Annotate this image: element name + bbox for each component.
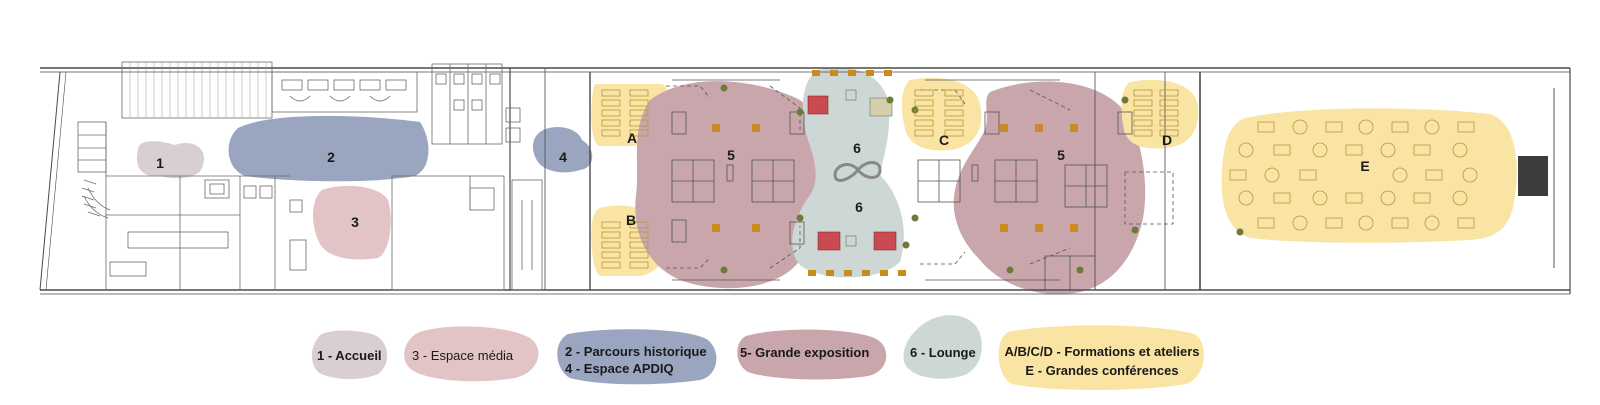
zone-label-b: B bbox=[626, 212, 636, 228]
legend-item-grande-exposition: 5- Grande exposition bbox=[737, 329, 887, 380]
legend-item-accueil: 1 - Accueil bbox=[311, 330, 388, 380]
zone-labels: 1 2 3 4 5 5 6 6 A B C D E bbox=[156, 130, 1370, 230]
legend-label-lounge: 6 - Lounge bbox=[910, 345, 976, 360]
zone-label-3: 3 bbox=[351, 214, 359, 230]
plants bbox=[720, 84, 1244, 274]
legend-swatch-formations bbox=[998, 325, 1204, 390]
stair-treads bbox=[129, 62, 267, 118]
building-walls bbox=[39, 67, 1571, 295]
legend-label-grande-exposition: 5- Grande exposition bbox=[740, 345, 869, 360]
zone-label-2: 2 bbox=[327, 149, 335, 165]
legend-item-espace-media: 3 - Espace média bbox=[404, 326, 539, 382]
conference-tables bbox=[1229, 119, 1478, 231]
legend-label-espace-media: 3 - Espace média bbox=[412, 348, 514, 363]
zone-label-6a: 6 bbox=[853, 140, 861, 156]
legend-label-accueil: 1 - Accueil bbox=[317, 348, 382, 363]
legend-item-lounge: 6 - Lounge bbox=[903, 315, 982, 379]
exhibition-wing bbox=[666, 79, 1174, 291]
legend-label-parcours-historique: 2 - Parcours historique bbox=[565, 344, 707, 359]
legend-swatch-espace-media bbox=[404, 326, 539, 382]
zone-blob-accueil[interactable] bbox=[136, 141, 205, 179]
zone-blob-espace-apdiq[interactable] bbox=[532, 126, 593, 173]
legend-label-conferences: E - Grandes conférences bbox=[1025, 363, 1178, 378]
zone-label-1: 1 bbox=[156, 155, 164, 171]
zone-label-6b: 6 bbox=[855, 199, 863, 215]
legend-item-parcours-historique: 2 - Parcours historique 4 - Espace APDIQ bbox=[557, 329, 717, 385]
legend: 1 - Accueil 3 - Espace média 2 - Parcour… bbox=[311, 315, 1204, 390]
exhibition-stools bbox=[712, 124, 1078, 232]
zone-label-a: A bbox=[627, 130, 637, 146]
legend-label-formations: A/B/C/D - Formations et ateliers bbox=[1004, 344, 1199, 359]
zone-label-e: E bbox=[1360, 158, 1369, 174]
zone-blob-grandes-conferences[interactable] bbox=[1221, 108, 1517, 243]
legend-swatch-accueil bbox=[311, 330, 388, 380]
zone-label-d: D bbox=[1162, 132, 1172, 148]
legend-swatch-parcours-historique bbox=[557, 329, 717, 385]
zone-label-5b: 5 bbox=[1057, 147, 1065, 163]
legend-swatch-grande-exposition bbox=[737, 329, 887, 380]
zone-blob-lounge[interactable] bbox=[792, 67, 904, 278]
zone-blob-grande-exposition-1[interactable] bbox=[635, 81, 826, 289]
left-wing-rooms bbox=[77, 61, 543, 291]
zone-label-5a: 5 bbox=[727, 147, 735, 163]
zone-blob-parcours-historique[interactable] bbox=[228, 115, 429, 182]
zone-blob-grande-exposition-2[interactable] bbox=[953, 81, 1146, 295]
legend-item-formations: A/B/C/D - Formations et ateliers E - Gra… bbox=[998, 325, 1204, 390]
legend-label-espace-apdiq: 4 - Espace APDIQ bbox=[565, 361, 674, 376]
zone-label-c: C bbox=[939, 132, 949, 148]
conference-stage bbox=[1518, 156, 1548, 196]
zone-blob-espace-media[interactable] bbox=[313, 185, 391, 260]
lounge-furniture bbox=[807, 70, 906, 276]
legend-swatch-lounge bbox=[903, 315, 982, 379]
zone-label-4: 4 bbox=[559, 149, 567, 165]
training-desks bbox=[601, 89, 1179, 269]
